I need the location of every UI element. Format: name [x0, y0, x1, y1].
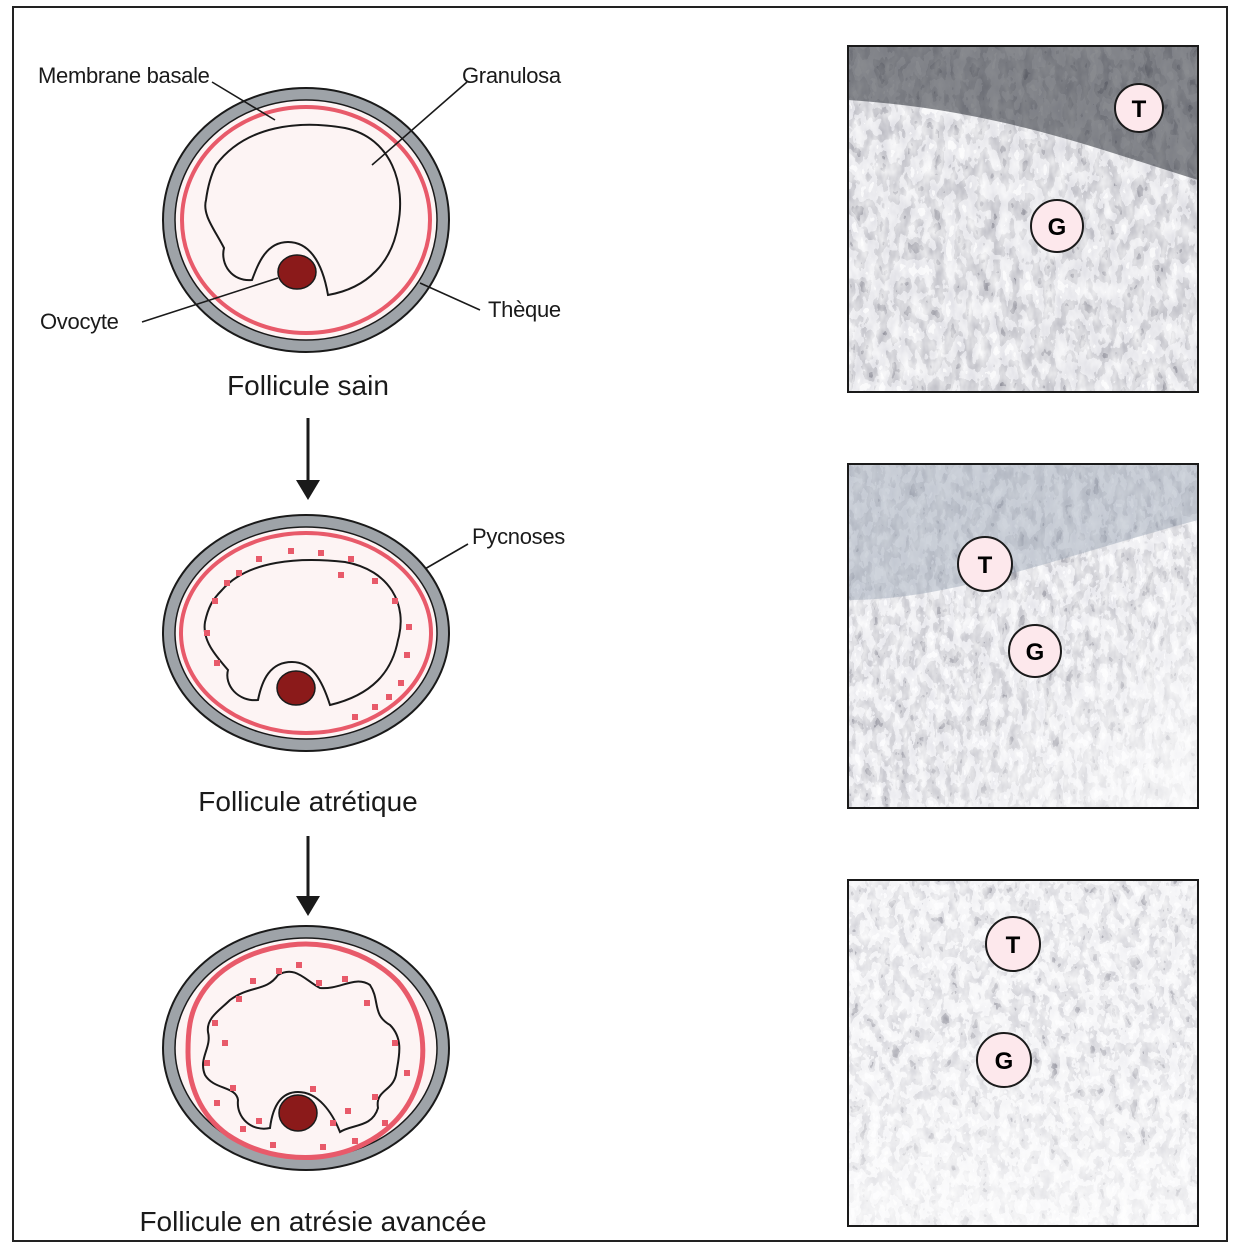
- oocyte: [277, 671, 315, 705]
- label-granulosa: Granulosa: [462, 63, 561, 89]
- caption-healthy: Follicule sain: [158, 370, 458, 402]
- label-membrane-basale: Membrane basale: [38, 63, 210, 89]
- badge-granulosa-2: G: [1009, 625, 1061, 677]
- label-pycnoses: Pycnoses: [472, 524, 565, 550]
- label-theque: Thèque: [488, 297, 561, 323]
- badge-theca-3: T: [986, 917, 1040, 971]
- badge-granulosa-1: G: [1031, 200, 1083, 252]
- oocyte: [279, 1095, 317, 1131]
- badge-granulosa-1-text: G: [1048, 214, 1067, 241]
- badge-granulosa-3: G: [977, 1033, 1031, 1087]
- badge-theca-1-text: T: [1132, 96, 1147, 123]
- badge-theca-2: T: [958, 537, 1012, 591]
- badge-granulosa-3-text: G: [995, 1048, 1014, 1075]
- badge-theca-2-text: T: [978, 552, 993, 579]
- label-ovocyte: Ovocyte: [40, 309, 119, 335]
- badge-theca-3-text: T: [1006, 932, 1021, 959]
- oocyte: [278, 255, 316, 289]
- healthy-follicle: [163, 88, 449, 352]
- arrow-down-1: [296, 418, 320, 500]
- caption-atretic: Follicule atrétique: [158, 786, 458, 818]
- advanced-atresia-follicle: [163, 926, 449, 1170]
- caption-advanced: Follicule en atrésie avancée: [78, 1206, 548, 1238]
- badge-theca-1: T: [1115, 84, 1163, 132]
- atretic-follicle: [163, 515, 449, 751]
- arrow-down-2: [296, 836, 320, 916]
- badge-granulosa-2-text: G: [1026, 639, 1045, 666]
